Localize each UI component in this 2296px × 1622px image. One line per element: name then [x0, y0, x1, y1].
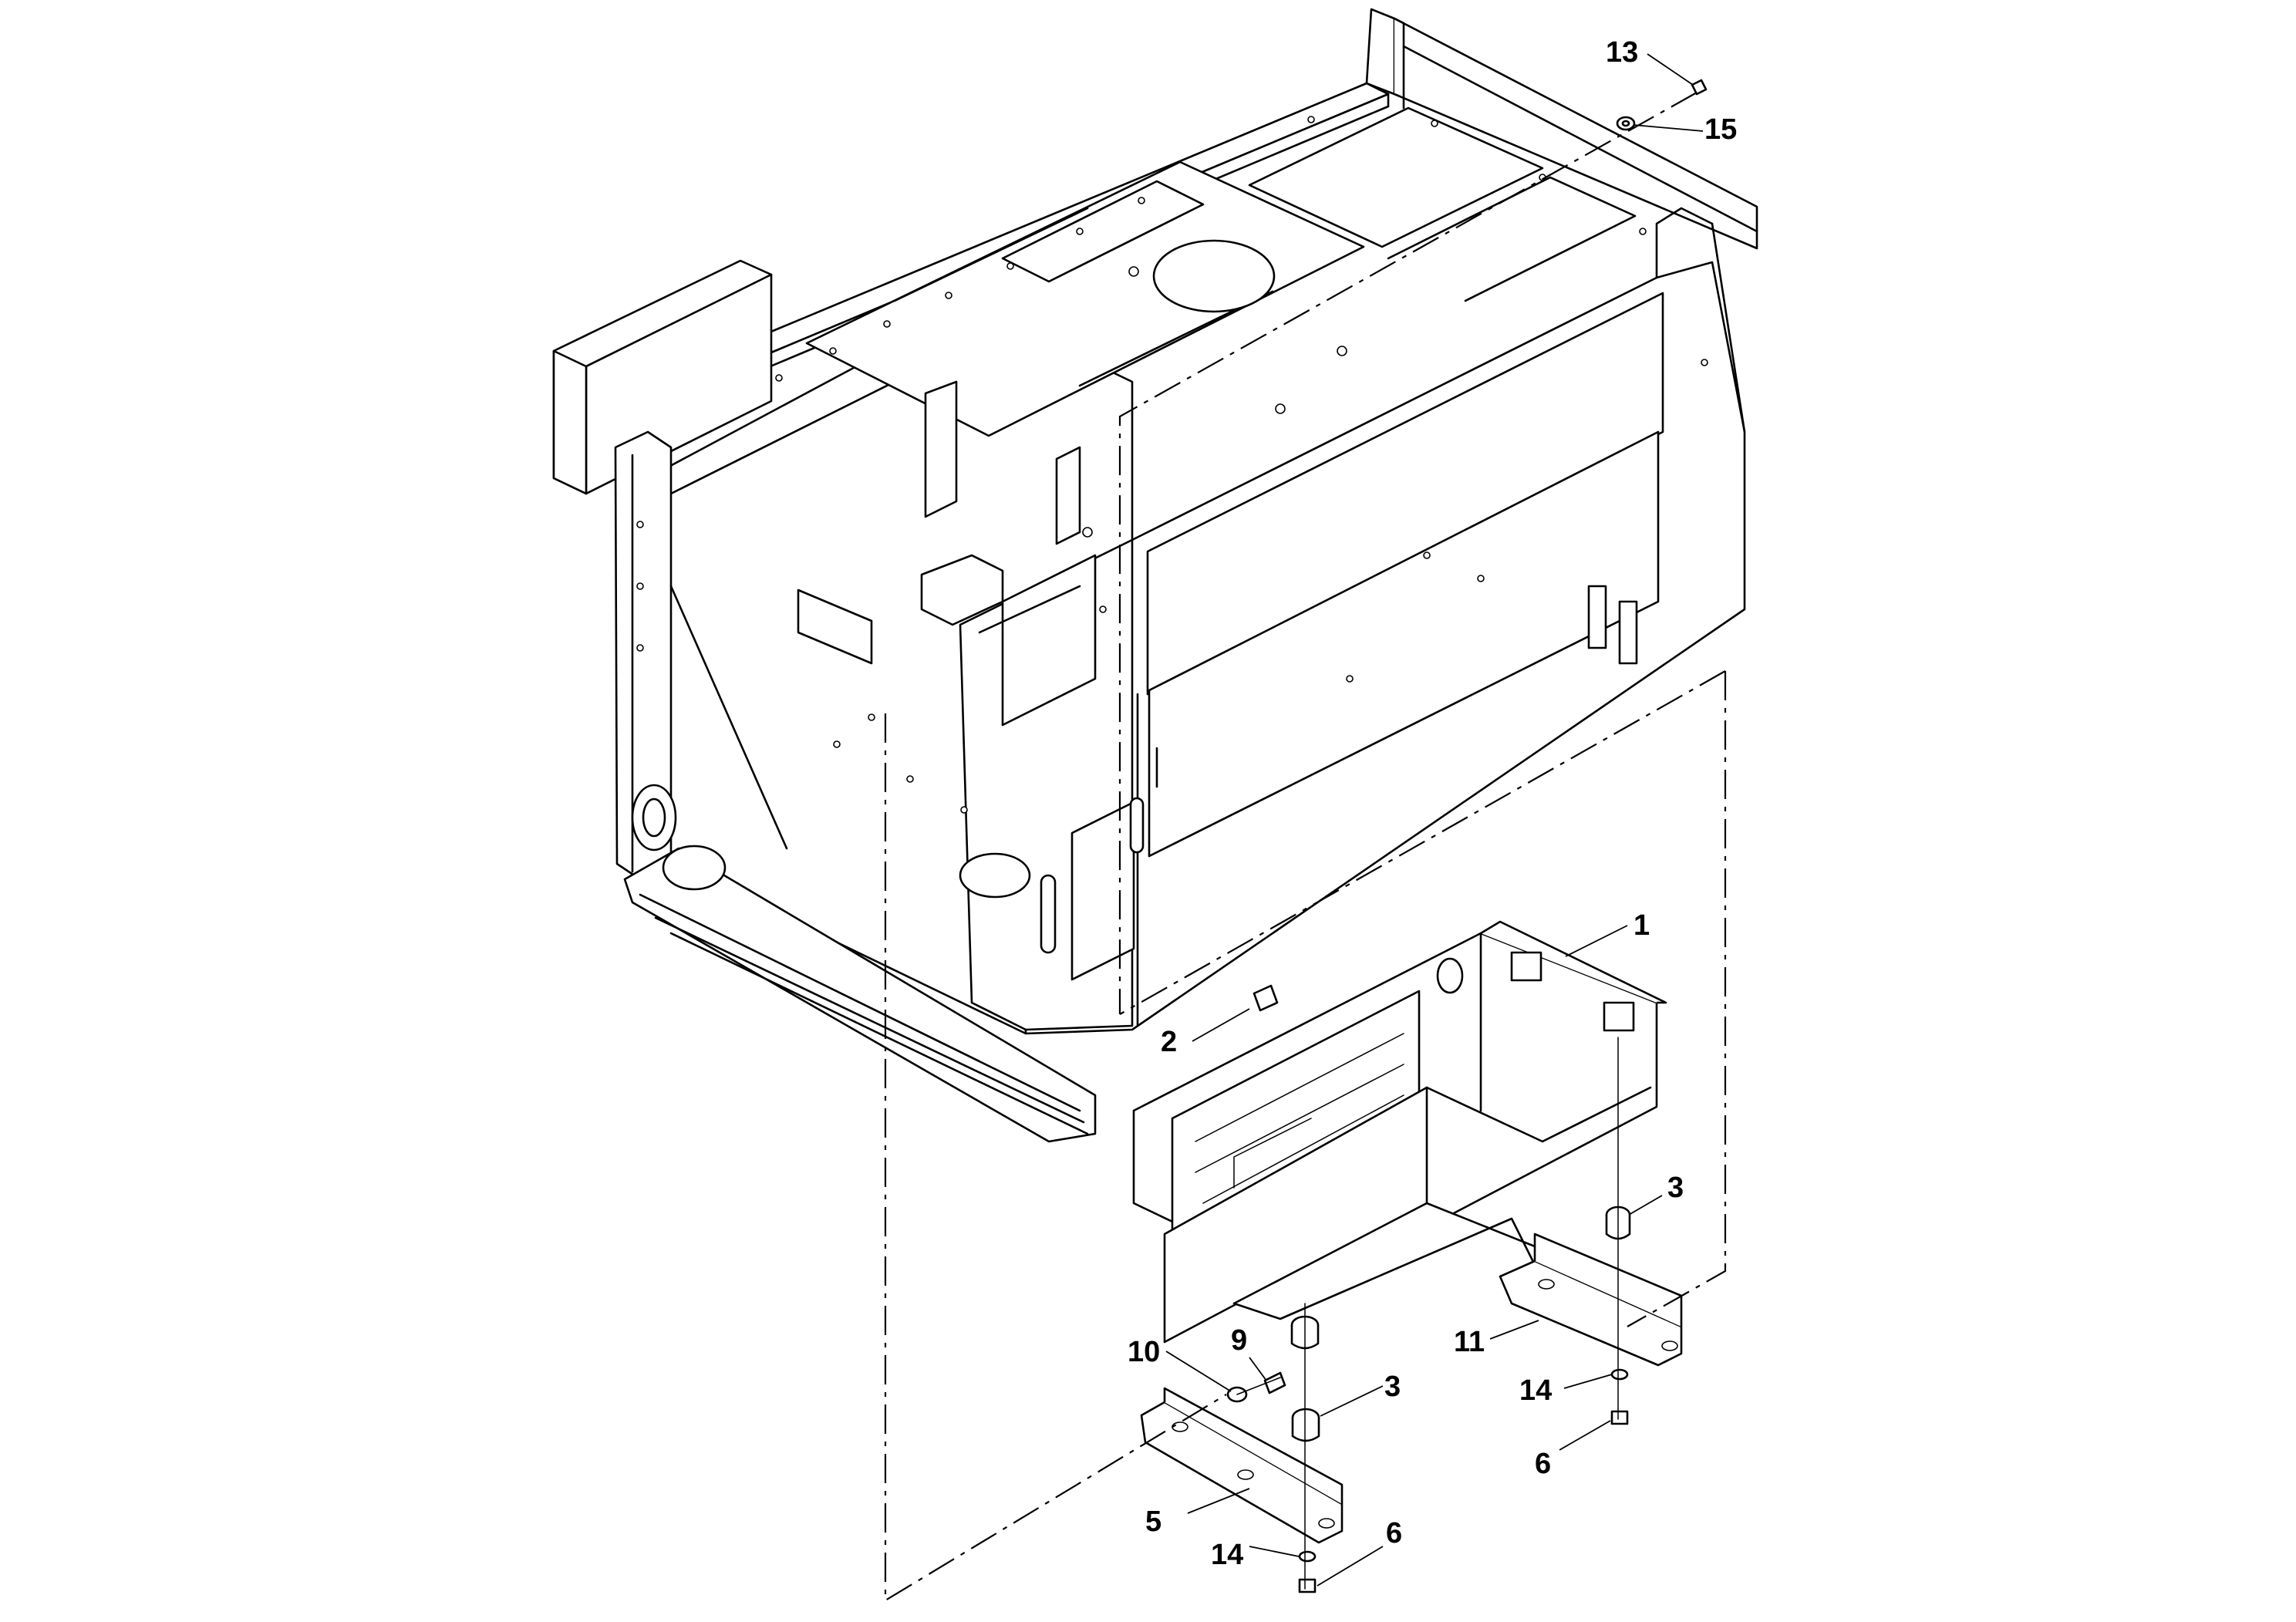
- callout-2: 2: [1161, 1026, 1177, 1058]
- main-frame-assembly: [552, 8, 1758, 1143]
- control-box-assembly: [1132, 920, 1667, 1344]
- callout-14-right: 14: [1519, 1374, 1552, 1407]
- callout-15: 15: [1704, 113, 1737, 146]
- nut-6-left: [1298, 1578, 1317, 1593]
- connector-part-2: [1253, 984, 1279, 1012]
- leader-lines: [1165, 53, 1704, 1587]
- assembly-center-lines: [884, 92, 1727, 1602]
- washer-14-left: [1298, 1550, 1317, 1563]
- washer-14-right: [1610, 1368, 1629, 1381]
- hinge: [1587, 585, 1607, 649]
- bracket-5: [1140, 1387, 1344, 1544]
- callout-5: 5: [1145, 1506, 1161, 1538]
- callout-6-left: 6: [1386, 1517, 1402, 1549]
- callout-1: 1: [1633, 909, 1650, 942]
- callout-labels: 13 15 1 2 3 11 14 6 10 9 3 5 14 6: [1128, 36, 1737, 1571]
- latch: [1510, 951, 1542, 982]
- callout-6-right: 6: [1535, 1448, 1551, 1480]
- bracket-11: [1499, 1233, 1683, 1367]
- nut-6-right: [1610, 1410, 1629, 1425]
- rubber-mount-3-lower: [1291, 1408, 1320, 1442]
- callout-13: 13: [1606, 36, 1638, 69]
- callout-14-left: 14: [1211, 1539, 1243, 1571]
- hinge: [1618, 600, 1638, 665]
- round-opening: [1152, 239, 1276, 313]
- latch: [1603, 1001, 1635, 1032]
- bolt-13: [1691, 79, 1708, 96]
- callout-3-right: 3: [1667, 1172, 1684, 1204]
- callout-10: 10: [1128, 1336, 1160, 1368]
- hardware-parts: [1226, 79, 1708, 1593]
- callout-9: 9: [1231, 1324, 1247, 1357]
- callout-3-left: 3: [1384, 1371, 1401, 1403]
- callout-11: 11: [1454, 1326, 1485, 1358]
